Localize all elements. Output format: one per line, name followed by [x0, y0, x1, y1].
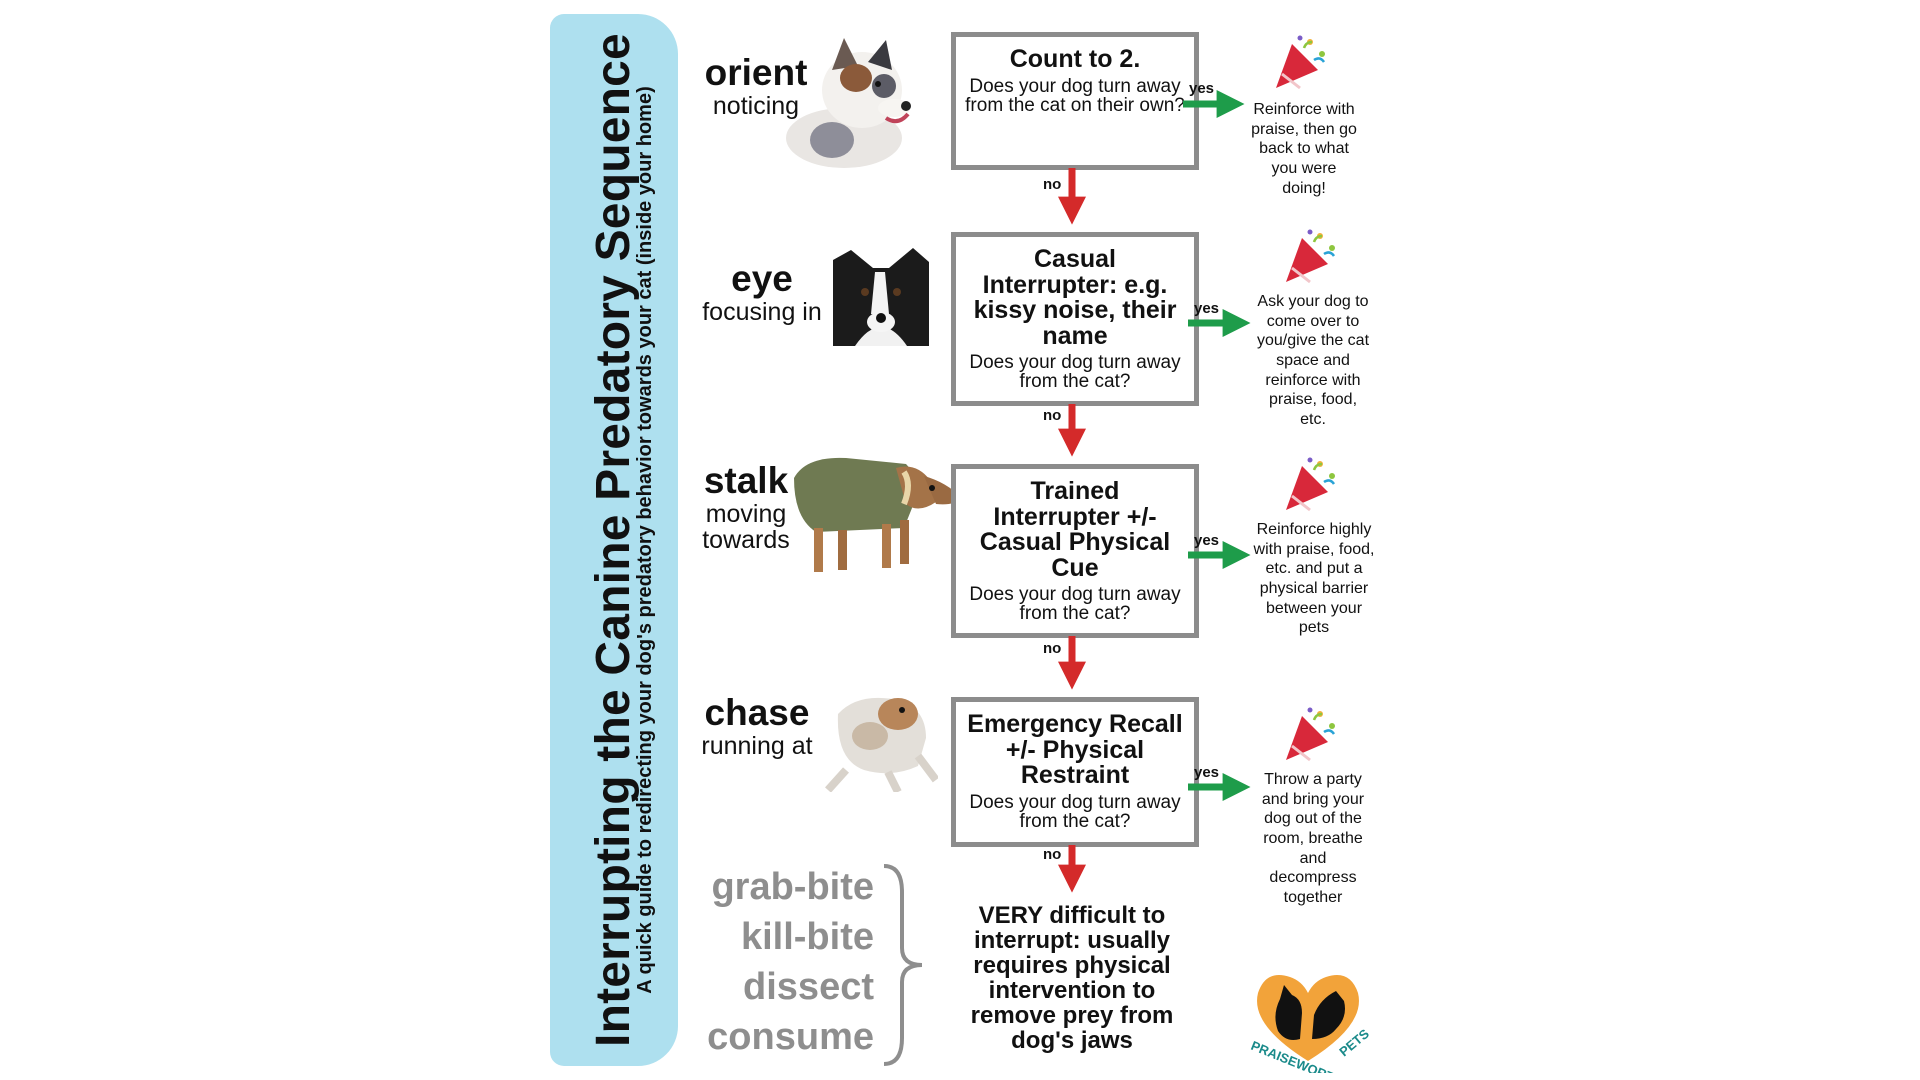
outcome-text: Throw a party and bring your dog out of …	[1261, 771, 1365, 907]
step-title: Trained Interrupter +/- Casual Physical …	[979, 477, 1171, 582]
no-label: no	[1043, 640, 1062, 657]
stage-eye: eye focusing in	[692, 258, 832, 326]
stage-orient: orient noticing	[696, 52, 816, 120]
outcome-text: Ask your dog to come over to you/give th…	[1256, 293, 1370, 429]
yes-label: yes	[1189, 80, 1215, 97]
step-question: Does your dog turn away from the cat?	[969, 791, 1181, 832]
yes-label: yes	[1194, 300, 1220, 317]
step-question: Does your dog turn away from the cat?	[969, 584, 1181, 624]
dachshund-coat-icon	[794, 457, 962, 572]
no-label: no	[1043, 176, 1062, 193]
stage-desc: moving towards	[702, 499, 790, 555]
step-1-box: Count to 2. Does your dog turn away from…	[951, 32, 1199, 170]
stage-name: stalk	[703, 460, 789, 501]
jack-russell-running-icon	[825, 697, 938, 792]
late-stage: kill-bite	[740, 916, 874, 958]
title-banner	[550, 14, 678, 1066]
late-stage: consume	[707, 1016, 874, 1058]
stage-desc: noticing	[712, 91, 800, 120]
stage-name: orient	[704, 52, 808, 93]
step-2-box: Casual Interrupter: e.g. kissy noise, th…	[951, 232, 1199, 406]
party-popper-icon	[1286, 707, 1336, 762]
yes-label: yes	[1194, 764, 1220, 781]
party-popper-icon	[1276, 35, 1326, 90]
step-title: Count to 2.	[1009, 45, 1141, 73]
step-4-box: Emergency Recall +/- Physical Restraint …	[951, 697, 1199, 847]
stage-name: chase	[704, 692, 810, 733]
step-title: Casual Interrupter: e.g. kissy noise, th…	[973, 245, 1177, 350]
party-popper-icon	[1286, 457, 1336, 512]
step-question: Does your dog turn away from the cat on …	[965, 75, 1185, 116]
stage-name: eye	[731, 258, 793, 299]
curly-brace	[883, 864, 923, 1066]
stage-stalk: stalk moving towards	[696, 460, 796, 555]
aussie-dog-icon	[786, 38, 911, 168]
step-title: Emergency Recall +/- Physical Restraint	[967, 710, 1183, 789]
stage-desc: focusing in	[702, 297, 822, 326]
outcome-text: Reinforce highly with praise, food, etc.…	[1253, 521, 1375, 637]
stage-desc: running at	[701, 731, 813, 760]
stage-chase: chase running at	[694, 692, 820, 760]
no-label: no	[1043, 407, 1062, 424]
late-stage: grab-bite	[711, 866, 874, 908]
step-question: Does your dog turn away from the cat?	[969, 352, 1181, 392]
yes-label: yes	[1194, 532, 1220, 549]
late-stages-list: grab-bite kill-bite dissect consume	[707, 862, 874, 1062]
step-3-box: Trained Interrupter +/- Casual Physical …	[951, 464, 1199, 638]
outcome-text: Reinforce with praise, then go back to w…	[1251, 101, 1357, 197]
final-outcome-text: VERY difficult to interrupt: usually req…	[970, 902, 1174, 1054]
praiseworthy-pets-logo: PRAISEWORTHY PETS	[1249, 975, 1372, 1073]
late-stage: dissect	[743, 966, 874, 1008]
no-label: no	[1043, 846, 1062, 863]
border-collie-icon	[833, 248, 929, 346]
party-popper-icon	[1286, 229, 1336, 284]
